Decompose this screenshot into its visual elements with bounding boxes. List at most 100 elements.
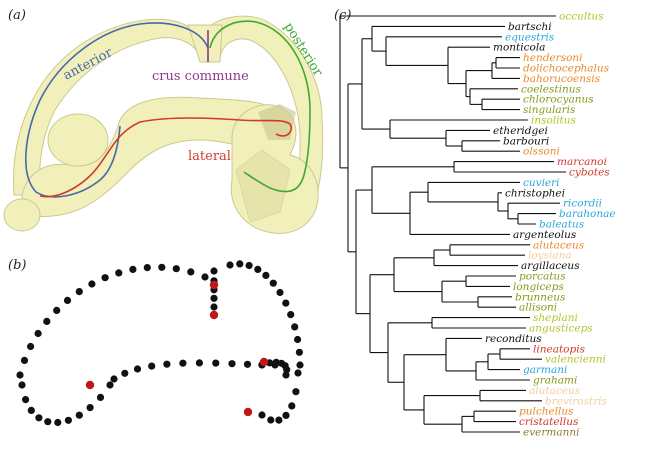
- landmark-point: [245, 261, 253, 270]
- taxon-label: brunneus: [515, 291, 566, 303]
- taxon-label: insolitus: [531, 115, 577, 127]
- taxon-label: coelestinus: [521, 83, 581, 95]
- landmark-points: [16, 260, 304, 427]
- landmark-point: [282, 371, 290, 379]
- taxon-label: barbouri: [503, 135, 549, 147]
- taxon-label: barahonae: [559, 208, 616, 220]
- taxon-label: porcatus: [519, 271, 566, 283]
- landmark-point-highlight: [259, 357, 269, 367]
- landmark-point-highlight: [209, 280, 219, 290]
- landmark-point: [53, 306, 61, 314]
- taxon-label: sheplani: [533, 312, 578, 324]
- lateral-canal-line: [39, 117, 292, 198]
- landmark-point: [106, 381, 114, 389]
- landmark-point: [158, 263, 166, 271]
- landmark-point: [34, 329, 42, 338]
- taxon-label: monticola: [493, 42, 545, 54]
- taxon-label: argenteolus: [513, 229, 577, 241]
- landmark-point: [291, 323, 299, 331]
- taxon-label: bartschi: [508, 21, 552, 33]
- taxon-label: chlorocyanus: [523, 94, 594, 106]
- landmark-point: [226, 261, 234, 269]
- taxon-label: cuvieri: [523, 177, 560, 189]
- landmark-point: [295, 348, 303, 356]
- landmark-point: [287, 311, 295, 319]
- landmark-point: [258, 411, 266, 419]
- landmark-point: [243, 360, 252, 368]
- landmark-point: [18, 381, 26, 389]
- taxon-label: ricordii: [563, 198, 602, 210]
- landmark-point: [20, 356, 29, 364]
- taxon-label: valencienni: [545, 354, 606, 366]
- taxon-label: alutaceus: [529, 385, 581, 397]
- landmark-point: [288, 402, 296, 410]
- taxon-label: loysiana: [528, 250, 572, 262]
- landmark-point: [143, 264, 151, 272]
- taxon-label: grahami: [533, 375, 577, 387]
- landmark-point-highlight: [243, 407, 253, 417]
- landmark-point: [179, 359, 187, 367]
- landmark-point: [44, 418, 52, 426]
- taxon-label: etheridgei: [493, 125, 548, 137]
- vestibule-shade: [258, 104, 296, 140]
- landmark-point: [133, 365, 142, 373]
- landmark-point-highlight: [209, 310, 219, 320]
- lateral-label: lateral: [188, 149, 231, 164]
- landmark-point: [292, 388, 300, 396]
- landmark-point: [88, 280, 96, 288]
- taxon-label: garmani: [523, 364, 567, 376]
- taxon-label: brevirostris: [545, 395, 608, 407]
- taxon-label: alutaceus: [533, 239, 585, 251]
- taxon-label: christophei: [505, 187, 565, 199]
- landmark-point: [115, 269, 123, 277]
- landmark-point: [27, 406, 35, 414]
- anterior-canal-line: [25, 22, 209, 198]
- landmark-point: [43, 317, 51, 325]
- landmark-point: [54, 418, 62, 427]
- landmark-point: [294, 369, 302, 377]
- landmark-point: [148, 362, 156, 370]
- landmark-point: [121, 369, 129, 377]
- taxon-label: marcanoi: [557, 156, 607, 168]
- landmark-point: [283, 366, 291, 374]
- landmark-point: [296, 361, 304, 369]
- landmark-point: [210, 303, 218, 311]
- taxon-label: cristatellus: [519, 416, 579, 428]
- landmark-point: [110, 375, 118, 383]
- landmark-point: [210, 267, 218, 275]
- landmark-point: [275, 416, 283, 424]
- landmark-point: [86, 404, 94, 412]
- landmark-point: [64, 416, 72, 424]
- taxon-label: baleatus: [539, 219, 585, 231]
- landmark-point: [96, 393, 105, 401]
- landmark-point: [27, 342, 35, 351]
- landmark-point: [201, 273, 209, 281]
- taxon-label: cybotes: [569, 167, 610, 179]
- landmark-point: [236, 260, 244, 268]
- taxon-label: allisoni: [519, 302, 557, 314]
- taxon-label: evermanni: [523, 427, 579, 439]
- landmark-point: [212, 359, 220, 367]
- landmark-point: [129, 265, 137, 273]
- posterior-canal-line: [209, 20, 311, 193]
- landmark-point: [172, 265, 180, 273]
- landmark-point: [187, 268, 195, 276]
- landmark-point: [101, 274, 109, 282]
- crus-commune-label: crus commune: [152, 69, 249, 84]
- taxon-label: angusticeps: [529, 323, 593, 335]
- taxon-label: singularis: [523, 104, 576, 116]
- phylogenetic-tree: occultusbartschiequestrismonticolahender…: [339, 11, 616, 439]
- taxon-label: argillaceus: [521, 260, 580, 272]
- taxon-label: olssoni: [523, 146, 560, 158]
- taxon-label: bahorucoensis: [523, 73, 601, 85]
- landmark-point: [269, 279, 277, 287]
- landmark-point: [195, 359, 203, 367]
- landmark-point: [35, 414, 43, 422]
- inner-ear-rendering: anterior posterior crus commune lateral: [3, 15, 326, 234]
- landmark-point: [294, 335, 302, 344]
- landmark-point: [262, 271, 270, 279]
- landmark-point: [254, 265, 262, 273]
- panel-label-b: (b): [8, 258, 27, 273]
- landmark-point: [75, 288, 83, 296]
- landmark-point-highlight: [85, 380, 95, 390]
